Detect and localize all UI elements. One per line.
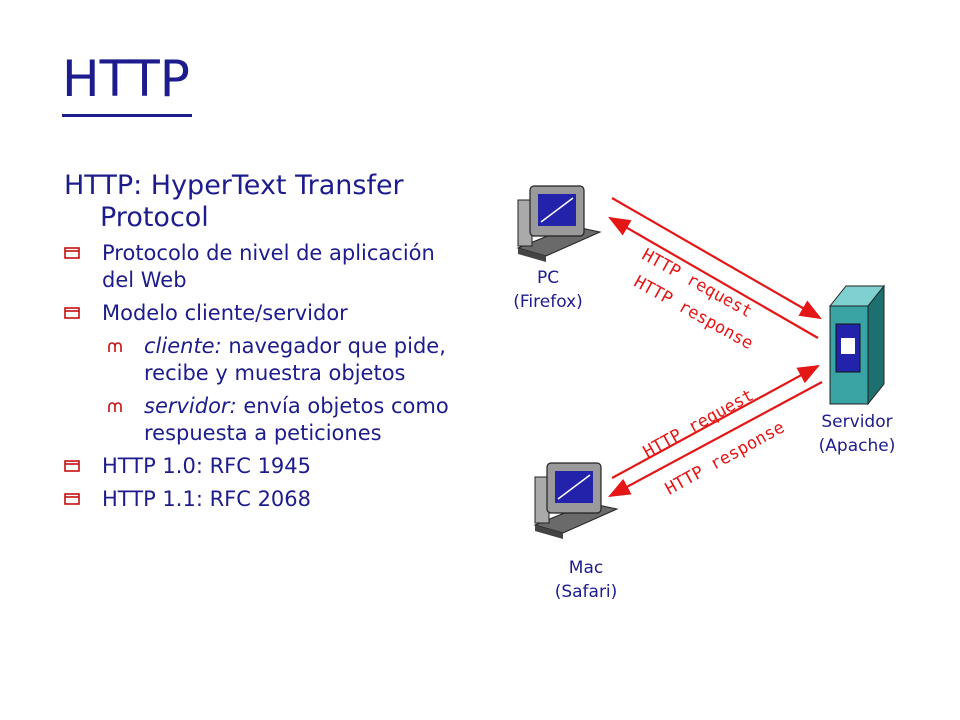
bullet-marker-icon <box>64 460 80 472</box>
pc-label-line2: (Firefox) <box>513 292 583 312</box>
pc-label-line1: PC <box>536 268 560 288</box>
mac-computer-icon <box>533 462 619 539</box>
mac-label-line1: Mac <box>568 558 604 578</box>
mac-label: Mac (Safari) <box>536 556 636 604</box>
bullet-text: HTTP 1.1: RFC 2068 <box>102 487 312 511</box>
subbullet-term: servidor: <box>144 394 237 418</box>
title-underline <box>62 114 192 117</box>
bullet-modelo: Modelo cliente/servidor <box>64 300 464 327</box>
server-label: Servidor (Apache) <box>805 410 909 458</box>
server-label-line1: Servidor <box>821 412 893 432</box>
bullet-protocolo: Protocolo de nivel de aplicación del Web <box>64 240 464 294</box>
subbullet-text: navegador que pide, recibe y muestra obj… <box>144 334 446 385</box>
bullet-http11: HTTP 1.1: RFC 2068 <box>64 486 464 513</box>
slide-content: HTTP: HyperText Transfer Protocol Protoc… <box>64 170 464 513</box>
server-tower-icon <box>828 284 886 406</box>
top-response-arrow <box>608 216 819 339</box>
bullet-text: HTTP 1.0: RFC 1945 <box>102 454 312 478</box>
bullet-marker-icon <box>64 247 80 259</box>
pc-label: PC (Firefox) <box>498 266 598 314</box>
bullet-marker-icon <box>64 307 80 319</box>
subbullet-marker-icon <box>108 342 122 352</box>
bullet-text: Protocolo de nivel de aplicación del Web <box>102 241 435 292</box>
subbullet-term: cliente: <box>144 334 222 358</box>
bottom-response-arrow <box>608 381 823 498</box>
subbullet-marker-icon <box>108 402 122 412</box>
server-label-line2: (Apache) <box>818 436 896 456</box>
bullet-marker-icon <box>64 493 80 505</box>
bottom-request-arrow <box>611 364 820 479</box>
pc-computer-icon <box>516 185 602 262</box>
content-heading: HTTP: HyperText Transfer Protocol <box>64 170 404 233</box>
slide-title: HTTP <box>62 50 190 108</box>
top-request-arrow <box>611 197 822 320</box>
bullet-text: Modelo cliente/servidor <box>102 301 348 325</box>
subbullet-cliente: cliente: navegador que pide, recibe y mu… <box>64 333 464 387</box>
subbullet-text: envía objetos como respuesta a peticione… <box>144 394 449 445</box>
subbullet-servidor: servidor: envía objetos como respuesta a… <box>64 393 464 447</box>
mac-label-line2: (Safari) <box>554 582 618 602</box>
bullet-http10: HTTP 1.0: RFC 1945 <box>64 453 464 480</box>
